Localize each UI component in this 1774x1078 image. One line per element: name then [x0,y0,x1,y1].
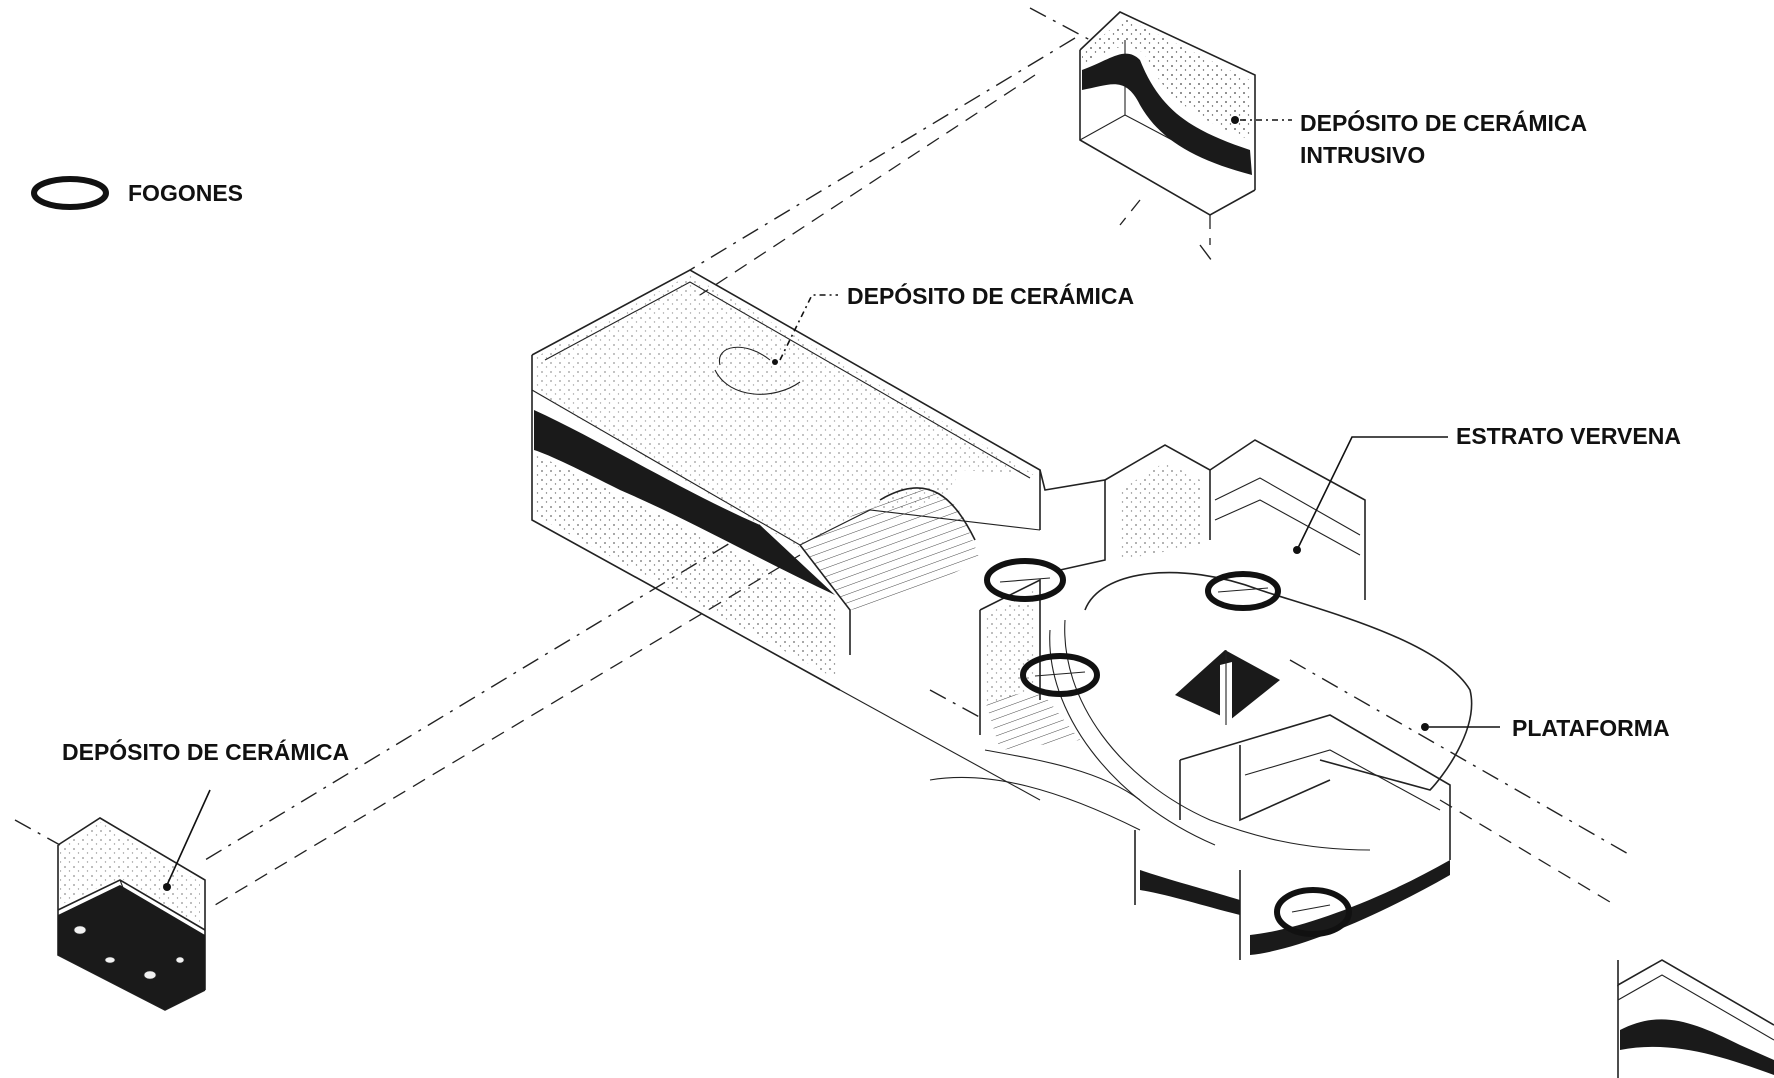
label-intrusive-deposit-line2: INTRUSIVO [1300,142,1425,168]
right-partial-block [1617,959,1774,1078]
label-platform-text: PLATAFORMA [1512,715,1670,741]
hearth-symbol-icon [31,176,109,210]
legend-label: FOGONES [128,180,243,206]
reference-lines [14,7,1631,906]
label-ceramic-deposit-top-text: DEPÓSITO DE CERÁMICA [847,282,1134,309]
intrusive-deposit-block [1079,11,1256,245]
hearth-4 [1274,887,1352,937]
hearth-3 [1020,653,1100,697]
label-platform: PLATAFORMA [1421,715,1670,741]
label-ceramic-deposit-left: DEPÓSITO DE CERÁMICA [62,738,349,886]
left-deposit-block [57,817,206,1011]
label-ceramic-deposit-left-text: DEPÓSITO DE CERÁMICA [62,738,349,765]
hearth-1 [984,558,1066,602]
hearth-2 [1205,571,1281,611]
main-trench [531,269,1041,801]
label-vervena-stratum: ESTRATO VERVENA [1293,423,1681,554]
label-intrusive-deposit-line1: DEPÓSITO DE CERÁMICA [1300,109,1587,136]
hearths [984,558,1352,937]
label-ceramic-deposit-top: DEPÓSITO DE CERÁMICA [779,282,1134,361]
legend: FOGONES [31,176,243,210]
central-excavation [929,439,1473,960]
label-vervena-stratum-text: ESTRATO VERVENA [1456,423,1681,449]
label-intrusive-deposit: DEPÓSITO DE CERÁMICA INTRUSIVO [1231,109,1587,168]
